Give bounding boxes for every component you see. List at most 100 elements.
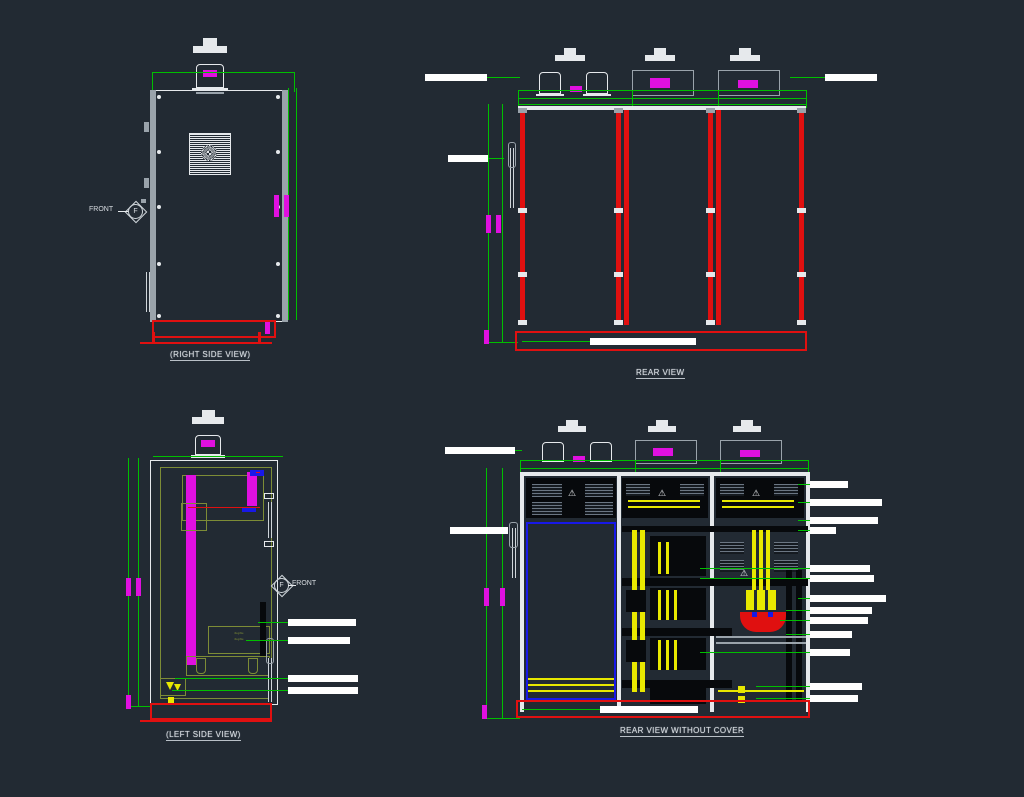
dim-marker xyxy=(126,695,131,709)
roof-duct-indicator xyxy=(740,450,760,457)
post-foot xyxy=(518,320,527,325)
roof-duct-indicator xyxy=(653,448,673,456)
vent-louvre xyxy=(626,484,650,496)
earth-symbol xyxy=(174,684,181,691)
roof-unit xyxy=(542,442,564,462)
horizontal-busbar xyxy=(622,628,732,636)
panel-bolt xyxy=(157,95,161,99)
hinge-fitting xyxy=(264,541,274,547)
front-marker-symbol: F xyxy=(274,578,289,593)
nameplate-line-2: illegible xyxy=(234,637,244,641)
bay-post-cap xyxy=(706,108,715,113)
panel-bolt xyxy=(276,262,280,266)
earth-point xyxy=(168,697,174,703)
roof-unit xyxy=(195,435,221,455)
breaker-module xyxy=(626,590,646,612)
warning-triangle-icon: ⚠ xyxy=(752,489,761,499)
cabinet-top-rail xyxy=(518,106,806,110)
panel-bolt xyxy=(157,262,161,266)
bottom-busbar xyxy=(528,690,614,692)
bay-post xyxy=(624,110,629,325)
base-bottom-rail xyxy=(140,720,272,722)
tray-cell xyxy=(196,658,206,674)
base-frame xyxy=(515,331,807,351)
panel-bolt xyxy=(157,314,161,318)
view-left-side: illegible illegible F FRONT xyxy=(0,390,400,797)
post-foot xyxy=(797,320,806,325)
dim-marker xyxy=(484,330,489,344)
shelf-rail xyxy=(716,636,806,638)
busbar-stub xyxy=(628,500,700,502)
base-leader xyxy=(522,709,600,710)
callout-label xyxy=(450,527,508,534)
view-title-left-side: (LEFT SIDE VIEW) xyxy=(166,730,241,741)
busbar-stub xyxy=(628,506,700,508)
post-mid-bracket xyxy=(614,208,623,213)
side-module xyxy=(247,472,257,506)
post-foot xyxy=(614,320,623,325)
vent-louvre xyxy=(680,484,704,496)
breaker-module xyxy=(650,536,706,554)
roof-dim-tick xyxy=(808,460,809,474)
roof-unit xyxy=(539,72,561,94)
callout-label xyxy=(810,617,868,624)
roof-unit-indicator xyxy=(201,440,215,447)
callout-label xyxy=(810,517,878,524)
internal-busbar-top xyxy=(186,475,196,490)
edge-hatch xyxy=(268,502,272,538)
top-cap-icon xyxy=(648,420,676,435)
bay-post xyxy=(799,110,804,325)
top-cap-icon xyxy=(192,410,224,427)
roof-dim-line xyxy=(518,98,806,99)
dim-line-top xyxy=(153,456,283,457)
callout-label xyxy=(445,447,515,454)
hinge-fitting xyxy=(264,493,274,499)
inner-frame xyxy=(160,467,272,699)
post-low-bracket xyxy=(518,272,527,277)
tap-conductor xyxy=(658,542,661,574)
dim-marker xyxy=(284,195,289,217)
callout-label xyxy=(810,595,886,602)
earth-terminal xyxy=(738,696,745,703)
callout-leader xyxy=(780,620,832,621)
callout-label xyxy=(810,683,862,690)
cabinet-top-rail xyxy=(520,472,810,476)
post-low-bracket xyxy=(614,272,623,277)
warning-triangle-icon: ⚠ xyxy=(740,569,749,579)
roof-unit-indicator xyxy=(573,456,585,462)
vent-louvre xyxy=(774,560,798,572)
vent-louvre xyxy=(774,484,798,496)
dim-marker xyxy=(274,195,279,217)
callout-label xyxy=(810,565,870,572)
callout-label xyxy=(810,575,874,582)
roof-dim-tick xyxy=(518,90,519,108)
base-frame xyxy=(516,700,810,718)
view-title-rear-no-cover: REAR VIEW WITHOUT COVER xyxy=(620,726,745,737)
roof-duct xyxy=(718,70,780,96)
door-handle xyxy=(266,638,274,664)
tap-conductor xyxy=(674,590,677,620)
earth-box xyxy=(160,678,186,696)
bay-post xyxy=(616,110,621,325)
warning-triangle-icon: ⚠ xyxy=(568,489,577,499)
base-foot-left xyxy=(152,332,155,344)
door-column xyxy=(260,602,266,656)
dim-marker xyxy=(486,215,491,233)
cable-lug xyxy=(757,590,765,610)
bay-post xyxy=(520,110,525,325)
tap-conductor xyxy=(666,542,669,574)
callout-leader xyxy=(700,652,832,653)
tap-conductor xyxy=(674,640,677,670)
roof-unit-base xyxy=(536,94,564,96)
roof-unit-base xyxy=(583,94,611,96)
cable-lug xyxy=(746,590,754,610)
tap-conductor xyxy=(666,590,669,620)
bottom-busbar xyxy=(718,690,804,692)
hinge-fitting xyxy=(144,178,149,188)
callout-leader xyxy=(756,686,832,687)
callout-leader xyxy=(756,698,832,699)
callout-label xyxy=(810,649,850,656)
hinge-fitting xyxy=(144,122,149,132)
post-low-bracket xyxy=(797,272,806,277)
tap-conductor xyxy=(666,640,669,670)
